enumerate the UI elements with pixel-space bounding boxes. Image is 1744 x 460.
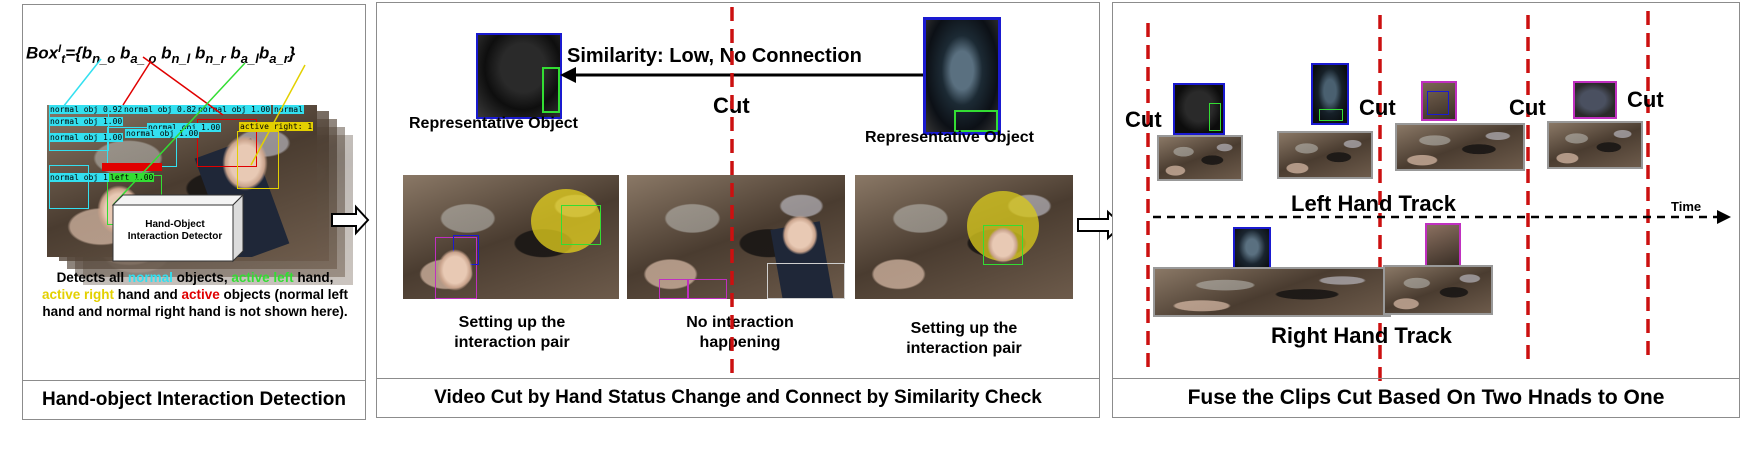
formula-term-n-l: n_l: [171, 51, 191, 67]
video-frame-2: [627, 175, 845, 299]
det-label-8: normal obj 1.00: [125, 129, 200, 138]
right-clip-1-object: [1233, 227, 1271, 271]
cut-label-3: Cut: [1509, 95, 1546, 120]
rep-object-right-image: [923, 17, 1001, 135]
det-label-9: normal obj 1.00: [49, 173, 124, 182]
formula-sp3: b: [190, 43, 206, 63]
formula-term-a-l: a_l: [240, 51, 259, 67]
det-label-2: normal obj 0.82: [123, 105, 198, 114]
formula-sp4: b: [225, 43, 241, 63]
det-label-5: normal obj 1.00: [49, 117, 124, 126]
det-label-4: normal: [273, 105, 304, 114]
hollow-arrow-1: [331, 204, 370, 236]
right-clip-1: [1153, 267, 1391, 317]
left-clip-1: [1157, 135, 1243, 181]
formula-sp1: b: [115, 43, 131, 63]
formula-term-a-prefix: a_: [130, 51, 145, 67]
cut-line-1: [1146, 23, 1150, 373]
desc-active: active: [181, 287, 220, 302]
formula-term-n-r: n_r: [205, 51, 226, 67]
right-clip-2-object: [1425, 223, 1461, 267]
left-track-label: Left Hand Track: [1291, 191, 1457, 216]
left-clip-4-object: [1573, 81, 1617, 119]
cut-label-1: Cut: [1125, 107, 1162, 132]
frame-caption-2: No interaction happening: [686, 314, 794, 351]
time-arrow: [1153, 210, 1731, 224]
det-label-1: normal obj 0.92: [49, 105, 124, 114]
cut-line-panel2: [730, 7, 734, 381]
left-clip-3-object: [1421, 81, 1457, 121]
panel1-caption: Hand-object Interaction Detection: [23, 380, 365, 419]
desc-part-2: objects,: [172, 270, 232, 285]
panel-hand-object-detection: BoxIt={bn_o ba_ o bn_l bn_r ba_lba_r} no…: [22, 4, 366, 420]
formula-term-a-r: a_r: [269, 51, 289, 67]
video-frame-3: [855, 175, 1073, 299]
formula-sp2: b: [156, 43, 172, 63]
detector-box-label: Hand-Object Interaction Detector: [127, 219, 223, 242]
formula-sup: I: [58, 43, 62, 55]
panel2-caption: Video Cut by Hand Status Change and Conn…: [377, 378, 1099, 417]
right-track-label: Right Hand Track: [1271, 323, 1452, 348]
det-label-7: normal obj 1.00: [49, 133, 124, 142]
frame-caption-3: Setting up the interaction pair: [906, 320, 1022, 357]
rep-object-right-label: Representative Object: [865, 129, 1034, 146]
formula-close: }: [288, 43, 296, 63]
detector-description: Detects all normal objects, active left …: [37, 269, 353, 320]
det-label-3: normal obj 1.00: [197, 105, 272, 114]
panel-video-cut: Representative Object Similarity: Low, N…: [376, 2, 1100, 418]
formula-term-a-o: a_ o: [130, 51, 156, 66]
frame-caption-1: Setting up the interaction pair: [454, 314, 570, 351]
det-label-active-right: active right: 1: [239, 122, 314, 131]
desc-active-right: active right: [41, 287, 114, 302]
formula-body: ={b: [65, 43, 93, 63]
rep-object-left-label: Representative Object: [409, 115, 578, 132]
formula-prefix: Box: [26, 43, 59, 63]
desc-part-3: hand,: [293, 270, 334, 285]
time-label: Time: [1671, 199, 1702, 214]
left-clip-3: [1395, 123, 1525, 171]
right-hand-image: [222, 135, 268, 191]
cut-label-2: Cut: [1359, 95, 1396, 120]
cut-line-3: [1526, 15, 1530, 365]
desc-part-1: Detects all: [56, 270, 128, 285]
panel-fuse-clips: Cut Cut Cut Cut Time Left Hand Track Rig…: [1112, 2, 1740, 418]
desc-active-left: active left: [231, 270, 294, 285]
formula-sp5: b: [258, 43, 270, 63]
left-clip-4: [1547, 121, 1643, 169]
right-clip-2: [1383, 265, 1493, 315]
left-clip-1-object: [1173, 83, 1225, 135]
desc-part-5: objects (normal left hand and normal rig…: [42, 287, 349, 319]
left-clip-2: [1277, 131, 1373, 179]
similarity-label: Similarity: Low, No Connection: [567, 45, 862, 67]
similarity-arrow: [560, 67, 940, 83]
formula-term-a-suffix: o: [148, 51, 157, 67]
cut-label-4: Cut: [1627, 87, 1664, 112]
desc-normal: normal: [127, 270, 173, 285]
rep-object-left-image: [476, 33, 562, 119]
detector-box-shape: [111, 193, 245, 263]
formula-leader-lines: [62, 56, 306, 206]
video-frame-1: [403, 175, 619, 299]
desc-part-4: hand and: [113, 287, 182, 302]
cut-line-4: [1646, 11, 1650, 361]
det-label-left: left 1.00: [109, 173, 155, 182]
panel3-caption: Fuse the Clips Cut Based On Two Hnads to…: [1113, 378, 1739, 417]
cut-line-2: [1378, 15, 1382, 389]
formula-sub: t: [61, 52, 66, 67]
left-clip-2-object: [1311, 63, 1349, 125]
